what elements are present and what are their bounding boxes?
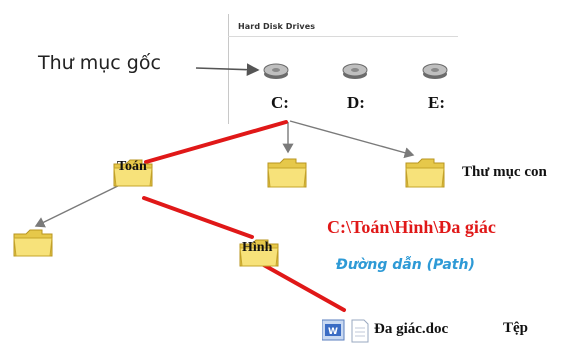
file-caption: Tệp: [503, 320, 529, 336]
folder-icon[interactable]: [112, 156, 154, 188]
folder-icon[interactable]: [404, 155, 446, 189]
path-caption: Đường dẫn (Path): [336, 257, 475, 273]
drive-label-e: E:: [428, 93, 445, 112]
root-pointer-arrow: [195, 63, 260, 77]
hard-drive-icon[interactable]: [262, 62, 290, 80]
panel-border-top: [228, 36, 458, 37]
folder-icon[interactable]: [12, 226, 54, 258]
panel-title: Hard Disk Drives: [238, 22, 316, 31]
folder-icon[interactable]: [266, 155, 308, 189]
branch-toan-to-left-folder: [34, 181, 127, 228]
word-document-icon[interactable]: W: [322, 318, 370, 344]
folder-label-toan: Toán: [117, 159, 147, 174]
path-string: C:\Toán\Hình\Đa giác: [327, 217, 496, 237]
drive-label-d: D:: [347, 93, 365, 112]
folder-icon[interactable]: [238, 236, 280, 268]
path-line-hinh-to-file: [260, 262, 346, 312]
folder-label-hinh: Hình: [242, 240, 273, 255]
hard-drive-icon[interactable]: [341, 62, 369, 80]
root-folder-label: Thư mục gốc: [38, 52, 161, 74]
subfolder-label: Thư mục con: [462, 164, 547, 180]
drive-label-c: C:: [271, 93, 289, 112]
path-line-c-to-toan: [144, 120, 288, 164]
file-name-label: Đa giác.doc: [374, 321, 449, 337]
path-line-toan-to-hinh: [142, 196, 254, 239]
hard-drive-icon[interactable]: [421, 62, 449, 80]
svg-text:W: W: [328, 327, 338, 337]
branch-c-to-right-folder: [289, 120, 415, 159]
